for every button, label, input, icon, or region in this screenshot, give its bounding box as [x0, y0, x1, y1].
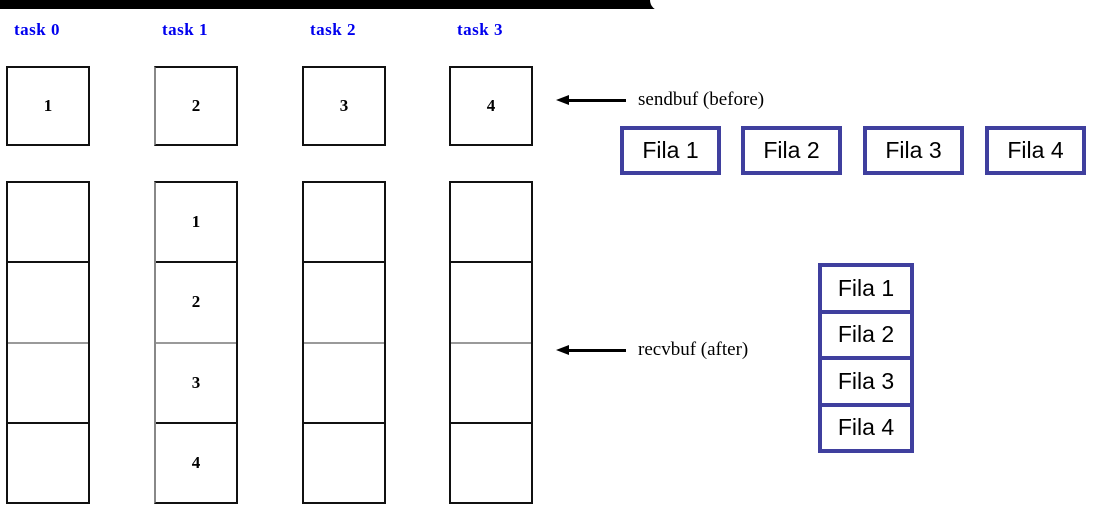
- fila-row-box-2: Fila 2: [741, 126, 842, 175]
- recvbuf-column-task2: [302, 181, 386, 504]
- fila-stack: Fila 1 Fila 2 Fila 3 Fila 4: [818, 263, 914, 453]
- fila-stack-cell-1: Fila 1: [822, 267, 910, 314]
- arrow-head: [556, 344, 569, 355]
- recvbuf-cell: [451, 344, 531, 424]
- recvbuf-column-task3: [449, 181, 533, 504]
- recvbuf-cell: [304, 344, 384, 424]
- recvbuf-cell: [451, 424, 531, 502]
- top-bar-notch: [650, 0, 1030, 11]
- top-bar-notch-right: [1020, 0, 1095, 9]
- recvbuf-cell: [8, 344, 88, 424]
- fila-stack-cell-2: Fila 2: [822, 314, 910, 360]
- sendbuf-cell-task1: 2: [154, 66, 238, 146]
- task-label-0: task 0: [14, 20, 60, 39]
- left-arrow-icon: [556, 94, 626, 106]
- recvbuf-cell: 4: [191, 452, 201, 472]
- arrow-shaft: [564, 98, 626, 102]
- recvbuf-cell: [304, 183, 384, 264]
- recvbuf-cell: [8, 183, 88, 264]
- recvbuf-cell: [451, 263, 531, 344]
- recvbuf-annotation: recvbuf (after): [556, 339, 748, 361]
- arrow-head: [556, 94, 569, 105]
- sendbuf-label: sendbuf (before): [638, 89, 765, 110]
- recvbuf-cell: [304, 424, 384, 502]
- task-label-1: task 1: [162, 20, 208, 39]
- top-black-bar: [0, 0, 1095, 11]
- left-arrow-icon: [556, 344, 626, 356]
- arrow-shaft: [564, 348, 626, 352]
- fila-row-box-4: Fila 4: [985, 126, 1086, 175]
- recvbuf-column-task1: 1 2 3 4: [154, 181, 238, 504]
- recvbuf-cell: 1: [156, 183, 236, 264]
- recvbuf-cell: [8, 263, 88, 344]
- sendbuf-cell-task0: 1: [6, 66, 90, 146]
- recvbuf-cell: [451, 183, 531, 264]
- fila-stack-cell-4: Fila 4: [837, 414, 895, 441]
- recvbuf-column-task0: [6, 181, 90, 504]
- recvbuf-cell: [8, 424, 88, 502]
- recvbuf-cell: 3: [156, 344, 236, 424]
- recvbuf-cell: 2: [156, 263, 236, 344]
- sendbuf-cell-task2: 3: [302, 66, 386, 146]
- recvbuf-cell: [304, 263, 384, 344]
- fila-row-box-1: Fila 1: [620, 126, 721, 175]
- sendbuf-annotation: sendbuf (before): [556, 89, 764, 111]
- recvbuf-label: recvbuf (after): [638, 339, 749, 360]
- task-label-3: task 3: [457, 20, 503, 39]
- sendbuf-cell-task3: 4: [449, 66, 533, 146]
- task-label-2: task 2: [310, 20, 356, 39]
- fila-stack-cell-3: Fila 3: [822, 360, 910, 407]
- fila-row-box-3: Fila 3: [863, 126, 964, 175]
